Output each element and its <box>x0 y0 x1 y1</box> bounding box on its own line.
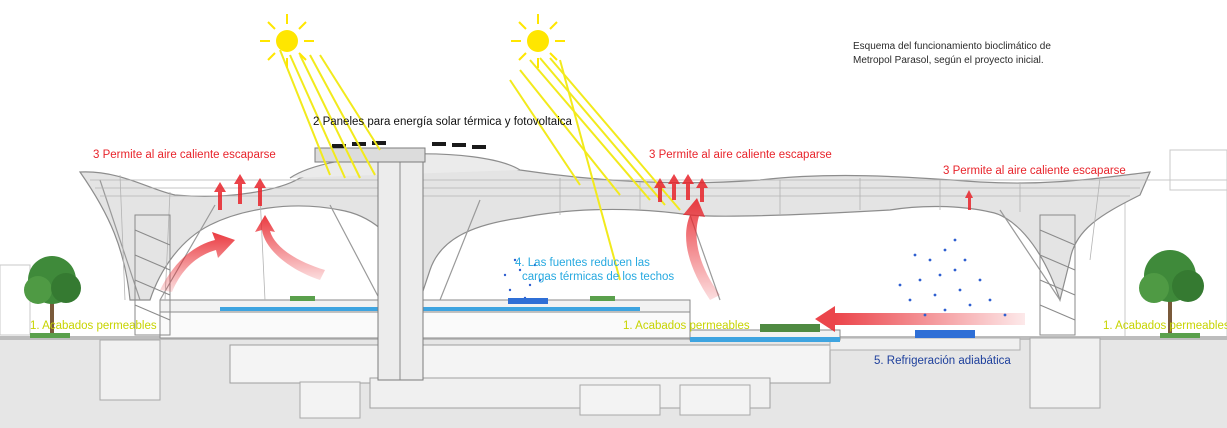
water-spray-icon <box>503 238 1007 317</box>
ground <box>0 336 1227 428</box>
hot-air-label-right: 3 Permite al aire caliente escaparse <box>943 165 1126 177</box>
tree-icon <box>24 256 81 335</box>
permeable-label-left: 1. Acabados permeables <box>30 320 157 332</box>
permeable-label-center: 1. Acabados permeables <box>623 320 750 332</box>
stair-towers <box>134 214 1076 336</box>
caption-line-1: Esquema del funcionamiento bioclimático … <box>853 41 1051 52</box>
hot-air-arrow-icon <box>214 174 973 210</box>
water-pools <box>220 307 975 342</box>
caption-line-2: Metropol Parasol, según el proyecto inic… <box>853 55 1044 66</box>
lattice-lines <box>90 174 1150 301</box>
solar-panels-label: 2 Paneles para energía solar térmica y f… <box>313 116 572 128</box>
hot-air-arrow-icon <box>160 198 720 300</box>
sun-rays <box>279 49 681 281</box>
permeable-label-right: 1. Acabados permeables <box>1103 320 1227 332</box>
planters <box>30 296 1200 338</box>
central-column <box>314 147 426 381</box>
hot-air-label-left: 3 Permite al aire caliente escaparse <box>93 149 276 161</box>
hot-air-label-center: 3 Permite al aire caliente escaparse <box>649 149 832 161</box>
adiabatic-label: 5. Refrigeración adiabática <box>874 355 1011 367</box>
fountains-label-line-2: cargas térmicas de los techos <box>522 271 675 283</box>
sun-icon <box>511 14 565 68</box>
hot-air-arrow-icon <box>815 306 1025 332</box>
fountains-label-line-1: 4. Las fuentes reducen las <box>515 257 650 269</box>
tree-icon <box>1139 250 1204 335</box>
sun-icon <box>260 14 314 68</box>
